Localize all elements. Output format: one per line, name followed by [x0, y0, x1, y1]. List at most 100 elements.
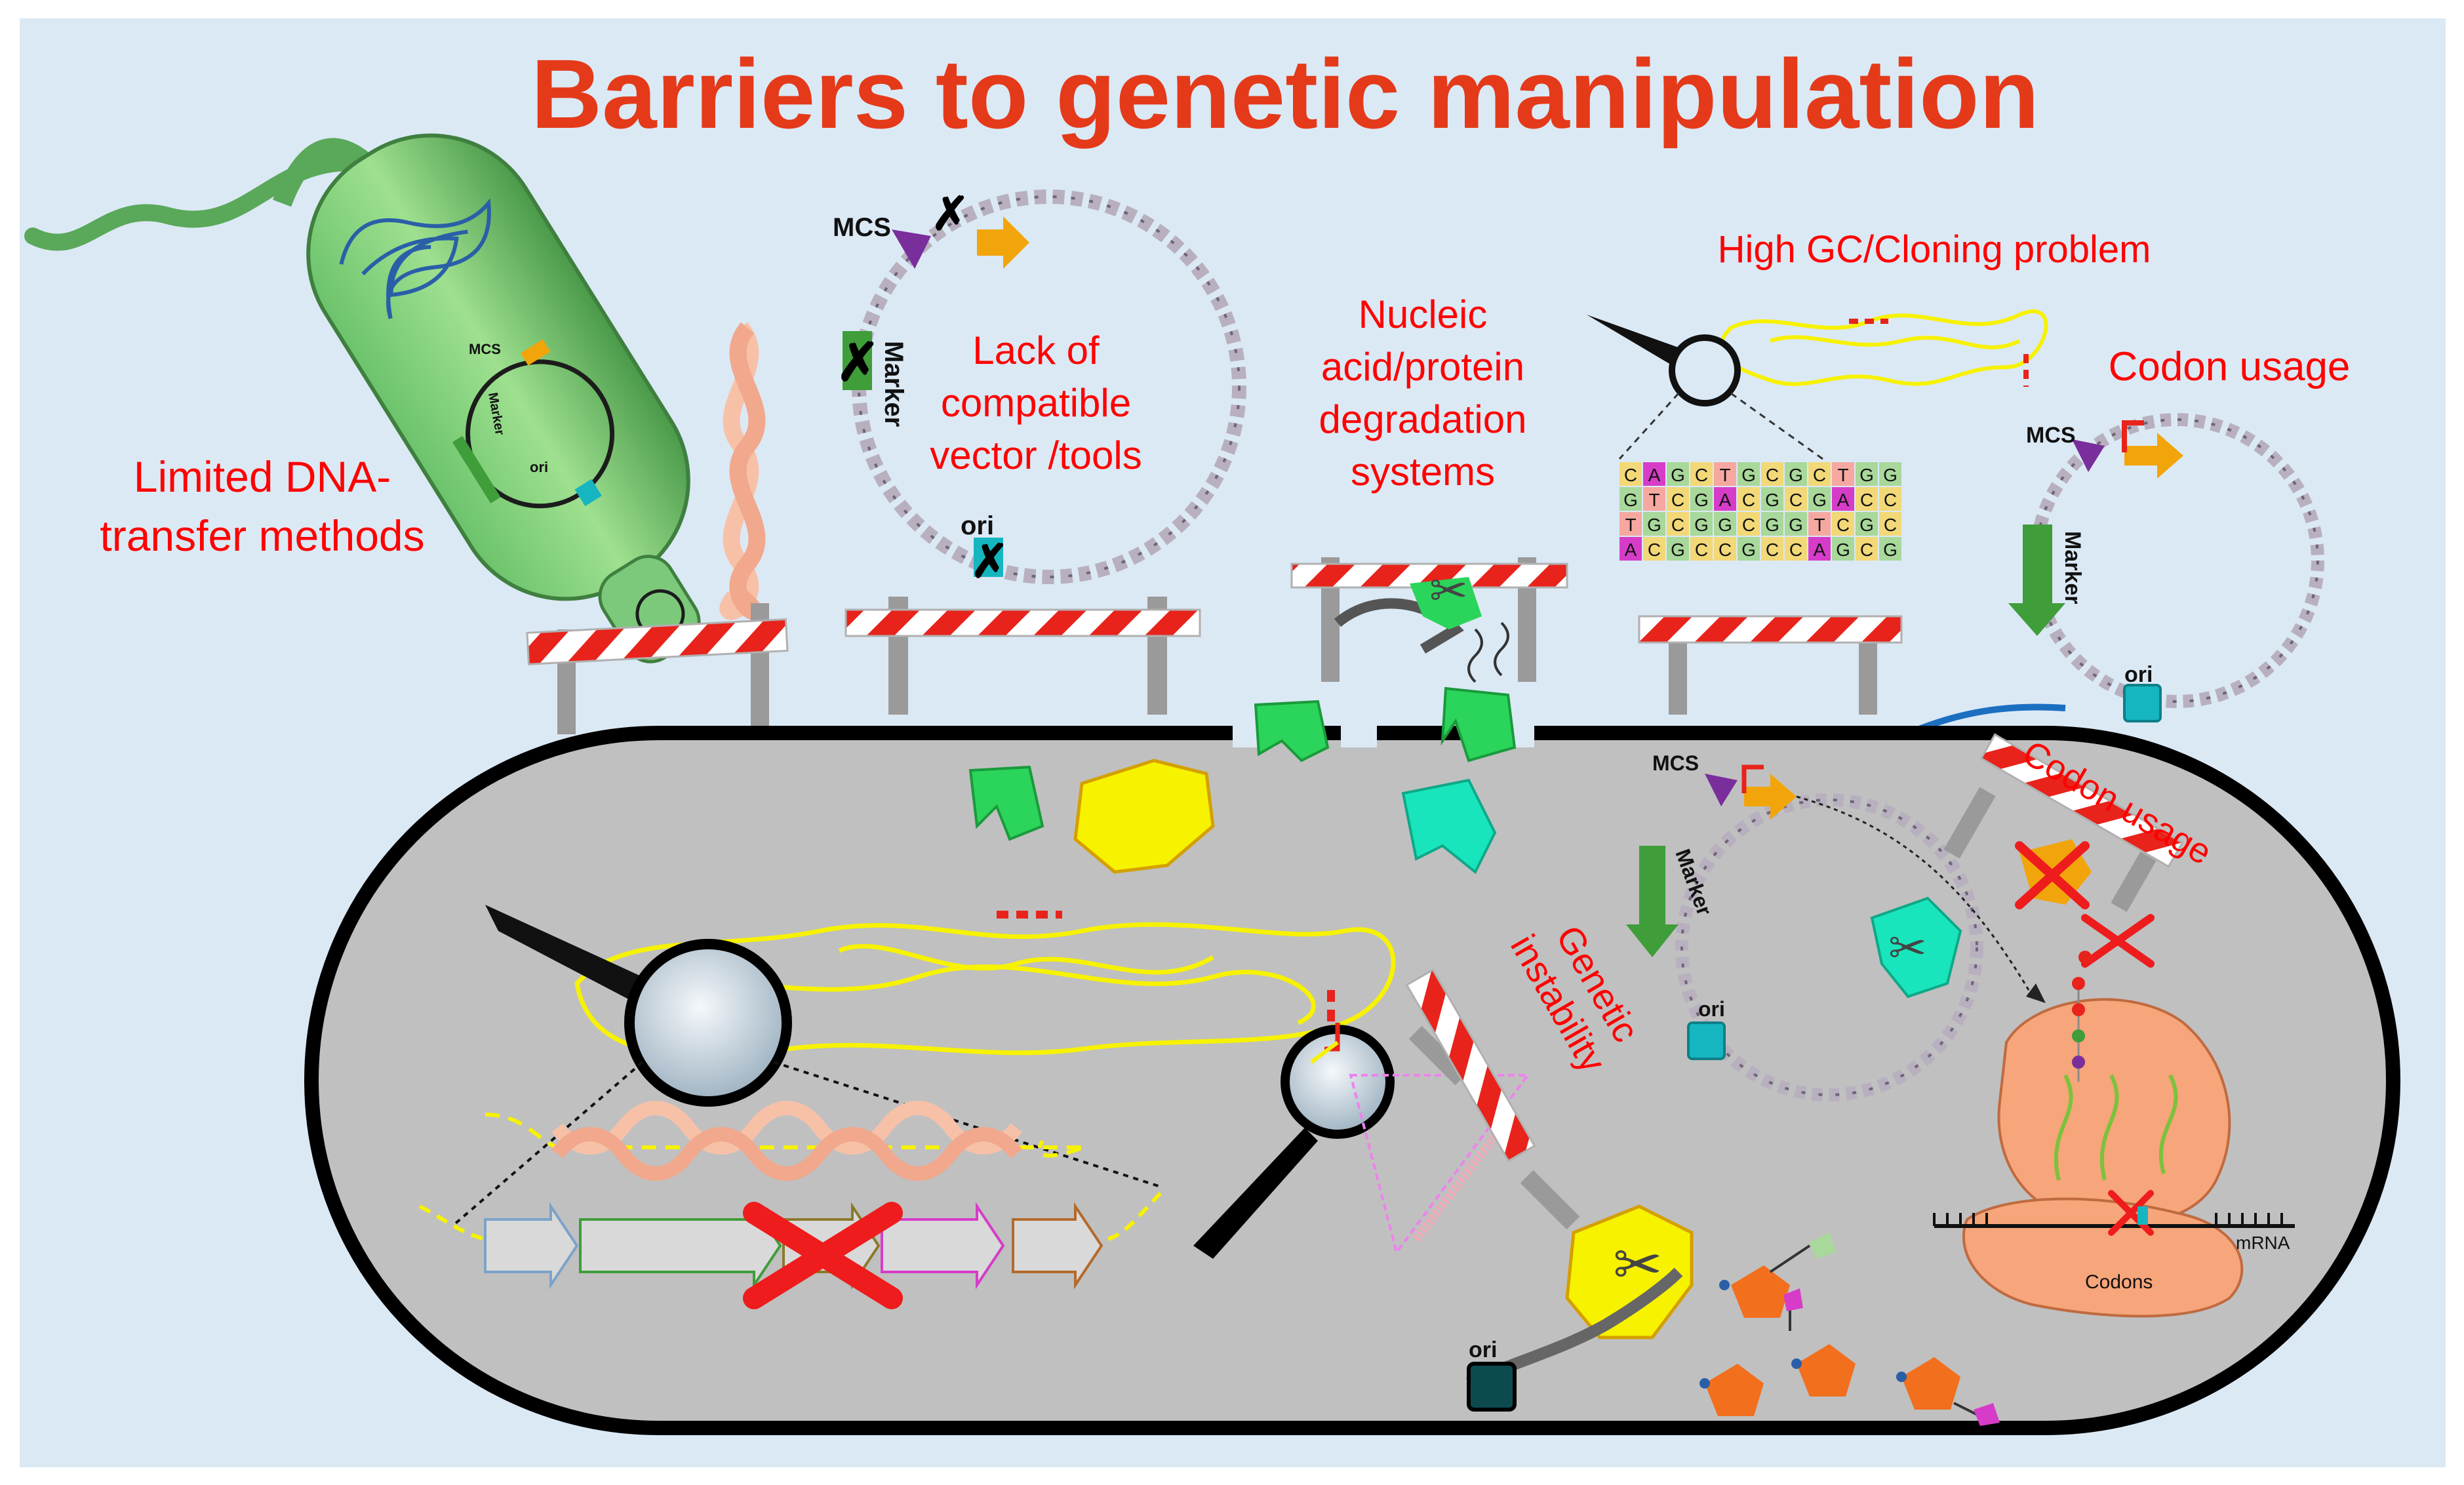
base-letter: G: [1789, 465, 1803, 485]
base-cell: [1761, 512, 1783, 536]
base-letter: C: [1648, 540, 1661, 560]
base-cell: [1785, 512, 1807, 536]
base-cell: [1761, 462, 1783, 486]
base-letter: C: [1837, 515, 1850, 535]
label-degradation-3: degradation: [1319, 397, 1527, 441]
base-letter: C: [1695, 540, 1708, 560]
base-cell: [1738, 537, 1760, 561]
base-cell: [1761, 537, 1783, 561]
base-cell: [1690, 462, 1713, 486]
bottom-ori-label: ori: [1469, 1337, 1497, 1362]
diagram-title: Barriers to genetic manipulation: [531, 39, 2039, 149]
base-cell: [1643, 487, 1665, 511]
base-cell: [1808, 512, 1831, 536]
base-letter: C: [1860, 540, 1873, 560]
base-cell: [1808, 537, 1831, 561]
base-letter: C: [1789, 540, 1802, 560]
protein-green: [968, 765, 1044, 841]
codon-plasmid: MCS Marker ori: [2008, 413, 2324, 723]
base-letter: G: [1741, 465, 1756, 485]
label-high-gc: High GC/Cloning problem: [1718, 228, 2151, 271]
operon: [418, 1101, 1162, 1309]
base-letter: G: [1812, 490, 1827, 510]
mcs-triangle: [892, 229, 931, 269]
mrna-label: mRNA: [2236, 1233, 2290, 1253]
codon-marker-label: Marker: [2060, 531, 2085, 604]
codon-ori-label: ori: [2124, 662, 2153, 687]
base-letter: G: [1718, 515, 1732, 535]
codon-mcs-label: MCS: [2026, 423, 2076, 448]
base-cell: [1785, 487, 1807, 511]
base-cell: [1856, 512, 1878, 536]
base-letter: C: [1742, 515, 1755, 535]
base-cell: [1714, 462, 1736, 486]
mcs-label-small: MCS: [469, 341, 501, 357]
base-letter: C: [1624, 465, 1637, 485]
deletion-cross: [743, 1202, 903, 1309]
base-cell: [1785, 537, 1807, 561]
base-letter: A: [1625, 540, 1637, 560]
base-letter: T: [1814, 515, 1825, 535]
base-letter: T: [1648, 490, 1659, 510]
base-cell: [1785, 462, 1807, 486]
cell-ori-label: ori: [1698, 997, 1725, 1021]
base-letter: C: [1884, 515, 1897, 535]
base-letter: G: [1741, 540, 1756, 560]
dna-helix-free: [719, 322, 766, 620]
ribosome: Codons mRNA: [1933, 951, 2295, 1318]
base-letter: A: [1648, 465, 1661, 485]
label-degradation-1: Nucleic: [1359, 292, 1488, 336]
base-cell: [1879, 512, 1901, 536]
vector-ori: [974, 538, 1003, 577]
base-cell: [1643, 462, 1665, 486]
base-cell: [1832, 462, 1854, 486]
promoter-arrow: [977, 216, 1029, 269]
base-letter: T: [1837, 465, 1848, 485]
base-cell: [1714, 512, 1736, 536]
base-letter: T: [1625, 515, 1636, 535]
base-letter: G: [1647, 515, 1661, 535]
protein-cyan: [1401, 778, 1497, 875]
vector-ori-label: ori: [961, 511, 994, 540]
base-cell: [1832, 512, 1854, 536]
base-cell: [1667, 512, 1689, 536]
ori-label-small: ori: [530, 459, 548, 475]
base-cell: [1879, 487, 1901, 511]
label-vector-2: compatible: [941, 381, 1131, 425]
label-degradation-4: systems: [1351, 450, 1495, 494]
base-letter: G: [1836, 540, 1850, 560]
base-letter: C: [1860, 490, 1873, 510]
barrier-2: [845, 597, 1201, 715]
base-letter: C: [1671, 515, 1684, 535]
base-cell: [1761, 487, 1783, 511]
codons-label: Codons: [2085, 1271, 2153, 1293]
base-cell: [1667, 462, 1689, 486]
barrier-instability: [1405, 968, 1580, 1230]
base-cell: [1879, 537, 1901, 561]
base-letter: G: [1859, 515, 1874, 535]
base-cell: [1832, 537, 1854, 561]
base-letter: G: [1694, 490, 1709, 510]
vector-marker: [843, 331, 872, 390]
label-dna-transfer-2: transfer methods: [100, 511, 424, 560]
base-letter: A: [1719, 490, 1732, 510]
cell-mcs-label: MCS: [1652, 751, 1699, 775]
base-cell: [1667, 487, 1689, 511]
base-letter: G: [1623, 490, 1638, 510]
base-cell: [1856, 537, 1878, 561]
base-letter: C: [1719, 540, 1732, 560]
base-cell: [1690, 487, 1713, 511]
nucleotides: [1699, 1233, 2000, 1426]
base-cell: [1619, 487, 1642, 511]
magnifier-gc: [1587, 315, 1823, 460]
base-letter: C: [1695, 465, 1708, 485]
ori-cross: ✗: [970, 536, 1009, 587]
base-letter: C: [1766, 540, 1779, 560]
base-cell: [1619, 512, 1642, 536]
marker-cross: ✗: [836, 333, 880, 391]
base-cell: [1667, 537, 1689, 561]
scissors-icon-plasmid: ✂: [1888, 922, 1927, 974]
base-letter: G: [1671, 540, 1685, 560]
